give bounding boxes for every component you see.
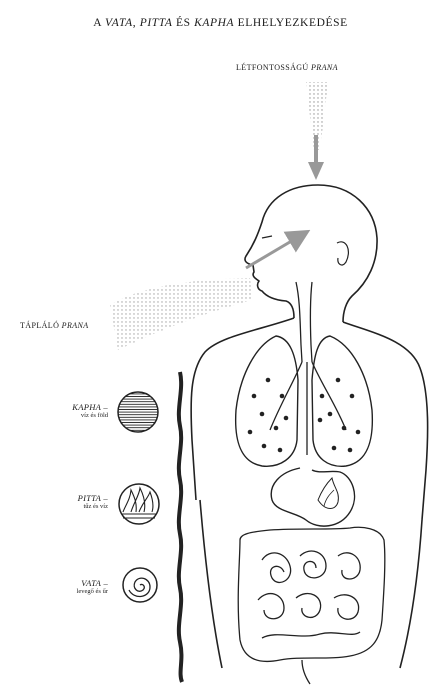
vital-prana-stream: [306, 82, 328, 180]
pitta-symbol: [119, 484, 159, 524]
nourishing-prana-stream: [110, 278, 252, 350]
body-outline: [191, 185, 428, 668]
lungs: [236, 336, 373, 466]
kapha-symbol: [118, 392, 158, 432]
trachea: [270, 282, 346, 455]
lung-droplets: [248, 378, 361, 453]
element-divider-line: [179, 372, 182, 682]
vata-symbol: [123, 568, 157, 602]
intestines: [238, 527, 385, 684]
stomach: [271, 468, 354, 526]
